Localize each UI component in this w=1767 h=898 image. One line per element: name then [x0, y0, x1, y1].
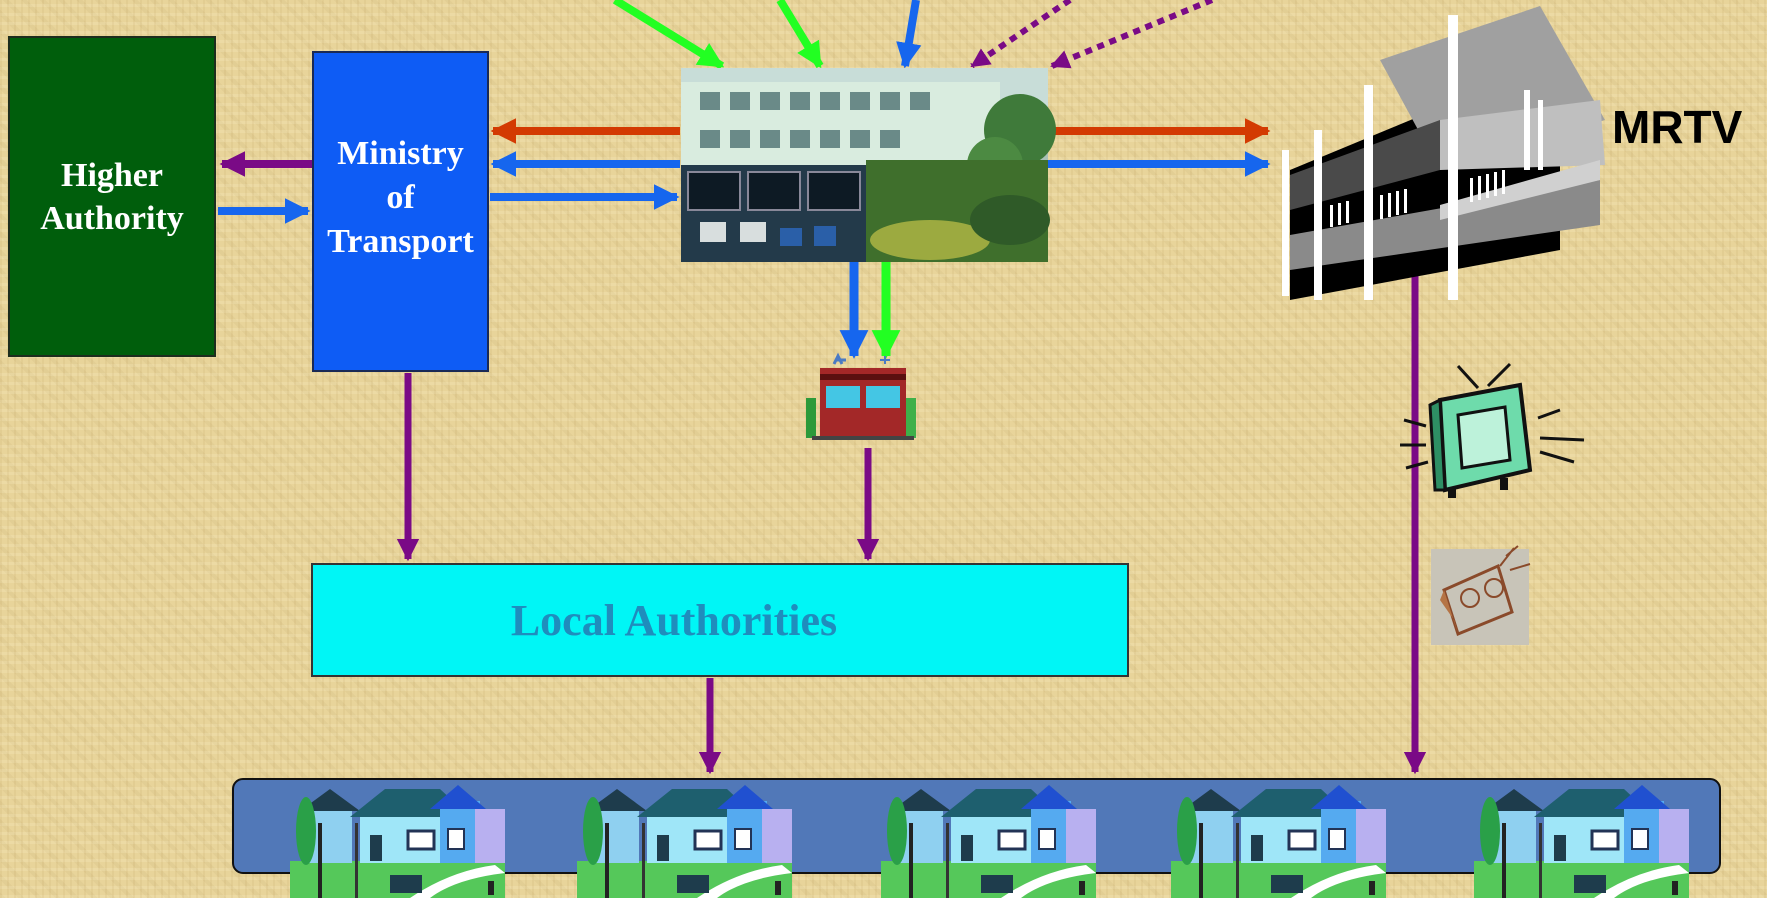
television-icon: [1400, 362, 1585, 498]
house-icon: [1171, 783, 1386, 898]
broadcast-building-icon: [1282, 6, 1605, 300]
higher-authority-box: Higher Authority: [8, 36, 216, 357]
incoming-blue-arrow: [896, 0, 922, 69]
incoming-green-arrow-2: [776, 0, 824, 69]
station-building-icon: [806, 352, 916, 440]
control-center-photo: [681, 68, 1056, 262]
house-icon: [577, 783, 792, 898]
mrtv-label: MRTV: [1612, 101, 1743, 153]
radio-icon: [1431, 545, 1531, 645]
house-icon: [881, 783, 1096, 898]
incoming-dotted-arrow-2: [1050, 0, 1214, 69]
local-authorities-box: Local Authorities: [311, 563, 1129, 677]
incoming-green-arrow-1: [612, 0, 725, 70]
incoming-dotted-arrow-1: [970, 0, 1072, 69]
house-icon: [1474, 783, 1689, 898]
house-icon: [290, 783, 505, 898]
ministry-of-transport-box: Ministry of Transport: [312, 51, 489, 372]
